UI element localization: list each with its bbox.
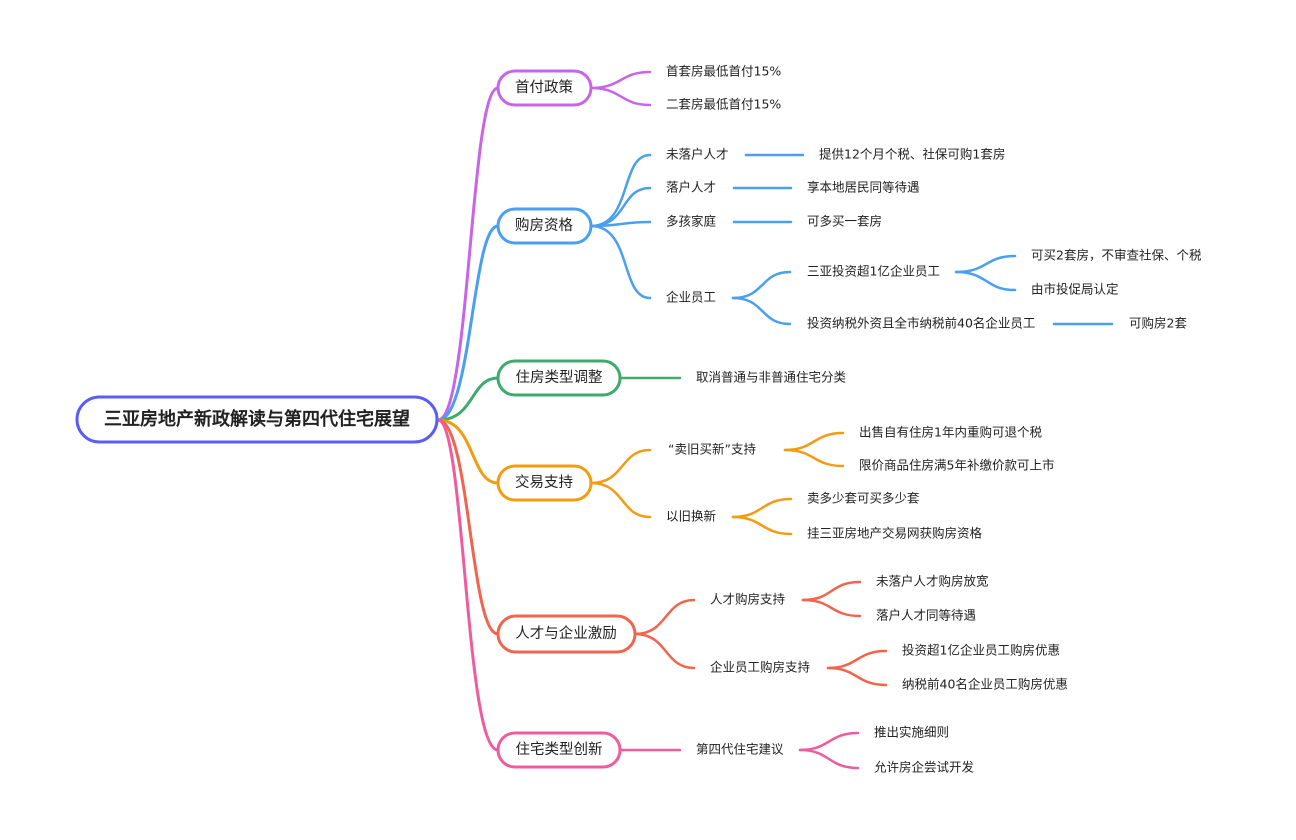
- connector: [436, 418, 500, 752]
- leaf-node[interactable]: 卖多少套可买多少套: [807, 491, 920, 506]
- connector: [783, 431, 845, 452]
- connector: [798, 748, 860, 770]
- root-node[interactable]: 三亚房地产新政解读与第四代住宅展望: [75, 395, 439, 444]
- sub-node[interactable]: 落户人才: [666, 180, 716, 195]
- sub-node[interactable]: “卖旧买新”支持: [668, 442, 756, 457]
- connector: [589, 186, 652, 228]
- root-node-border: [75, 395, 439, 444]
- sub-node[interactable]: 企业员工: [666, 290, 716, 305]
- connector: [436, 86, 500, 422]
- branch-label: 人才与企业激励: [515, 624, 617, 642]
- branch-down-payment[interactable]: 首付政策: [496, 69, 593, 107]
- connector: [731, 296, 792, 326]
- branch-label: 住房类型调整: [516, 369, 603, 386]
- leaf-node[interactable]: 投资超1亿企业员工购房优惠: [902, 643, 1060, 658]
- branch-transaction[interactable]: 交易支持: [496, 464, 593, 502]
- connector: [589, 70, 652, 90]
- branch-label: 首付政策: [515, 79, 573, 96]
- branch-housing-type[interactable]: 住房类型调整: [496, 359, 622, 397]
- connector: [633, 598, 696, 636]
- sub-node[interactable]: 企业员工购房支持: [710, 660, 810, 675]
- leaf-node[interactable]: 挂三亚房地产交易网获购房资格: [807, 526, 983, 541]
- connector: [589, 448, 652, 485]
- leaf-node[interactable]: 取消普通与非普通住宅分类: [696, 370, 847, 385]
- branch-label: 住宅类型创新: [516, 741, 603, 758]
- connector: [826, 649, 888, 670]
- leaf-node[interactable]: 推出实施细则: [874, 725, 949, 740]
- connector: [436, 418, 500, 485]
- connector: [801, 580, 862, 602]
- connector: [954, 270, 1017, 292]
- sub-node[interactable]: 投资纳税外资且全市纳税前40名企业员工: [807, 316, 1035, 331]
- connector: [436, 376, 500, 422]
- connector: [589, 224, 652, 300]
- leaf-node[interactable]: 可多买一套房: [807, 214, 882, 229]
- leaf-node[interactable]: 可买2套房，不审查社保、个税: [1031, 248, 1202, 263]
- leaf-node[interactable]: 限价商品住房满5年补缴价款可上市: [859, 458, 1054, 473]
- leaf-node[interactable]: 由市投促局认定: [1031, 282, 1119, 297]
- sub-node[interactable]: 以旧换新: [666, 509, 716, 524]
- branch-label: 购房资格: [515, 217, 573, 234]
- sub-node[interactable]: 未落户人才: [666, 147, 729, 162]
- leaf-node[interactable]: 出售自有住房1年内重购可退个税: [859, 425, 1042, 440]
- connector: [731, 270, 792, 300]
- leaf-node[interactable]: 允许房企尝试开发: [874, 760, 975, 775]
- branch-housing-innovation[interactable]: 住宅类型创新: [496, 731, 622, 769]
- root-connectors: [436, 86, 500, 752]
- root-label: 三亚房地产新政解读与第四代住宅展望: [104, 408, 410, 430]
- sub-node[interactable]: 第四代住宅建议: [696, 742, 784, 757]
- branch-talent-incentives[interactable]: 人才与企业激励: [496, 614, 637, 654]
- connector: [731, 515, 793, 536]
- connector: [826, 666, 888, 687]
- connector: [633, 632, 696, 670]
- connector: [954, 254, 1017, 274]
- connector: [436, 418, 500, 636]
- sub-node[interactable]: 三亚投资超1亿企业员工: [807, 264, 940, 279]
- sub-node[interactable]: 多孩家庭: [666, 214, 717, 229]
- leaf-node[interactable]: 首套房最低首付15%: [666, 64, 781, 79]
- leaf-node[interactable]: 落户人才同等待遇: [876, 608, 976, 623]
- branch-label: 交易支持: [515, 473, 573, 491]
- connector: [798, 731, 860, 752]
- leaf-node[interactable]: 享本地居民同等待遇: [807, 180, 920, 195]
- connector: [731, 497, 793, 519]
- leaf-node[interactable]: 二套房最低首付15%: [666, 97, 781, 112]
- branch-eligibility[interactable]: 购房资格: [496, 207, 593, 245]
- leaf-node[interactable]: 未落户人才购房放宽: [876, 574, 989, 589]
- leaf-node[interactable]: 可购房2套: [1129, 316, 1187, 331]
- connector: [783, 448, 845, 468]
- connector: [436, 224, 500, 422]
- connector: [589, 86, 652, 107]
- connector: [801, 598, 862, 618]
- leaf-node[interactable]: 纳税前40名企业员工购房优惠: [902, 677, 1068, 692]
- sub-node[interactable]: 人才购房支持: [710, 592, 785, 607]
- connector: [589, 481, 652, 519]
- leaf-node[interactable]: 提供12个月个税、社保可购1套房: [819, 147, 1005, 162]
